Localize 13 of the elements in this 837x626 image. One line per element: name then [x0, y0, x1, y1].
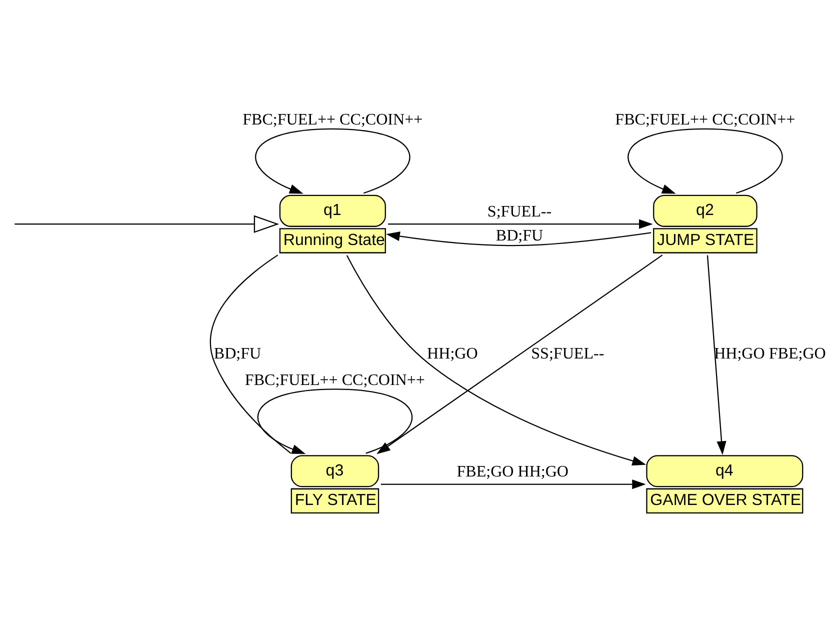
edge-label: FBC;FUEL++ CC;COIN++ [244, 371, 424, 388]
edge-label: BD;FU [213, 344, 261, 362]
edge-label: FBC;FUEL++ CC;COIN++ [614, 111, 795, 128]
edge-label: S;FUEL-- [486, 202, 552, 220]
node-label: Running State [282, 230, 384, 248]
edge-label: SS;FUEL-- [530, 344, 604, 362]
node-label: JUMP STATE [656, 230, 754, 248]
node-label: GAME OVER STATE [650, 490, 801, 509]
edge-label: FBC;FUEL++ CC;COIN++ [242, 111, 422, 128]
edge-label: BD;FU [495, 226, 543, 244]
edge-label: FBE;GO HH;GO [456, 463, 568, 480]
edge-label: HH;GO [426, 344, 478, 362]
node-label: FLY STATE [294, 490, 376, 509]
